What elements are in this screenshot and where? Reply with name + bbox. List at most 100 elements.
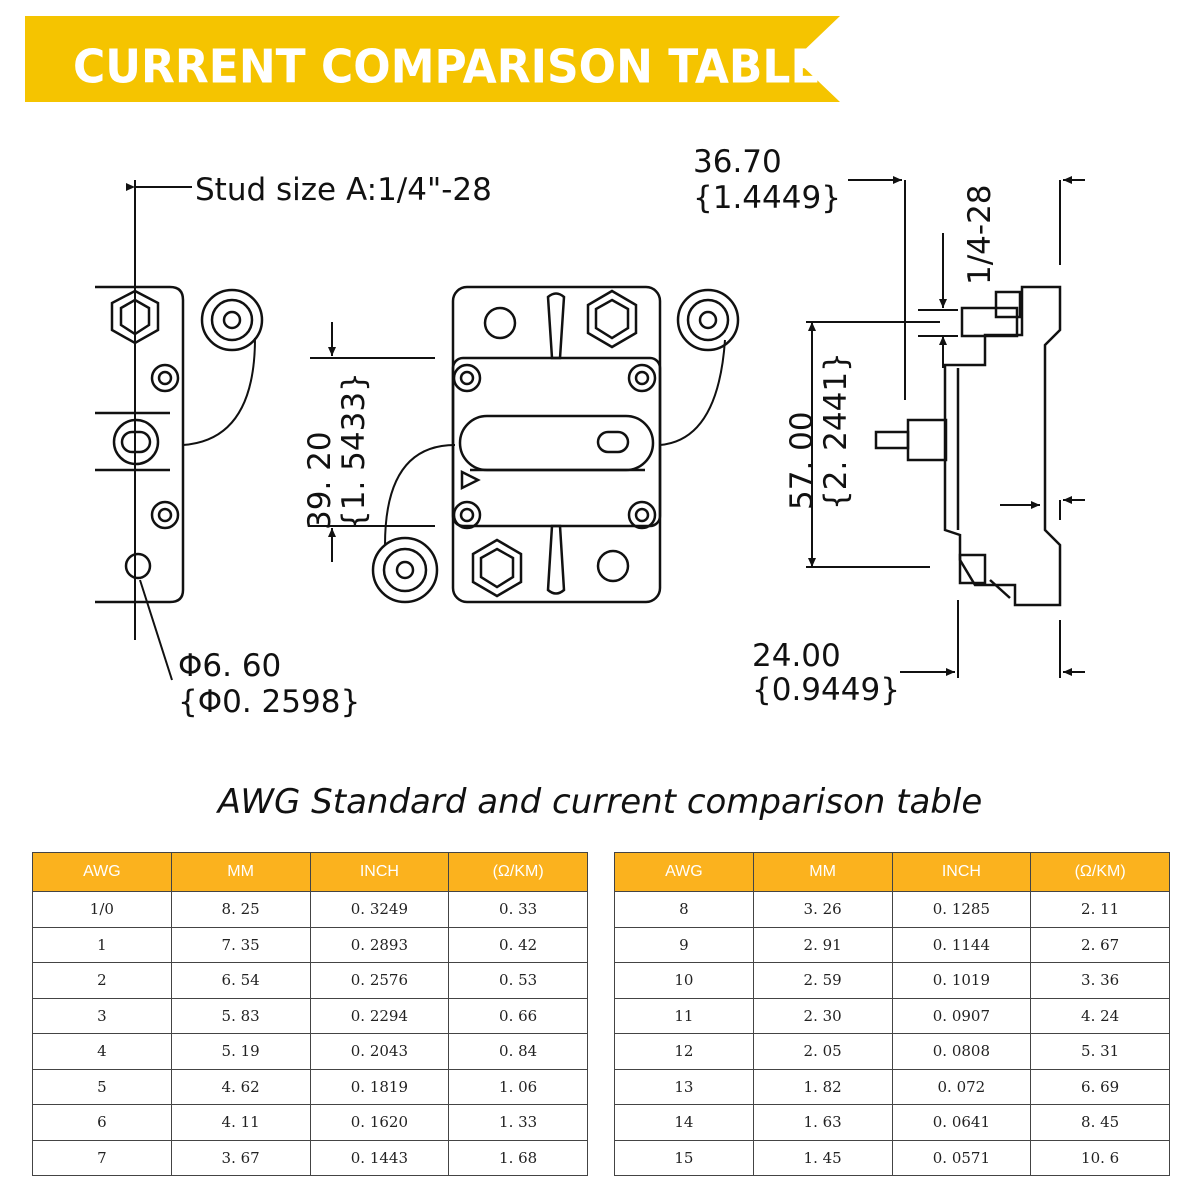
table-cell: 7 [32,1139,172,1176]
column-header-mm: MM [752,852,893,892]
front-view [310,285,740,604]
left-side-view [95,180,264,681]
column-header-resistance: (Ω/KM) [448,852,588,892]
table-cell: 1. 33 [448,1104,588,1141]
height-in-label: {2. 2441} [818,352,854,510]
table-cell: 2. 11 [1030,891,1170,928]
table-cell: 2. 30 [752,997,893,1034]
table-cell: 0. 0641 [891,1104,1032,1141]
table-cell: 0. 0808 [891,1033,1032,1070]
table-cell: 5. 83 [170,997,311,1034]
table-cell: 2 [32,962,172,999]
table-cell: 8. 45 [1030,1104,1170,1141]
table-cell: 3. 26 [752,891,893,928]
table-cell: 4. 62 [170,1068,311,1105]
stud-size-label: Stud size A:1/4"-28 [195,172,492,208]
table-cell: 3. 67 [170,1139,311,1176]
table-cell: 1. 63 [752,1104,893,1141]
table-cell: 0. 0907 [891,997,1032,1034]
width-in-label: {1. 5433} [336,372,372,530]
table-cell: 2. 91 [752,926,893,963]
table-cell: 0. 84 [448,1033,588,1070]
side-view [806,176,1085,678]
column-header-inch: INCH [309,852,450,892]
table-cell: 6. 54 [170,962,311,999]
table-cell: 0. 2576 [309,962,450,999]
table-cell: 9 [614,926,754,963]
table-cell: 10. 6 [1030,1139,1170,1176]
table-cell: 13 [614,1068,754,1105]
table-cell: 4. 24 [1030,997,1170,1034]
table-title: AWG Standard and current comparison tabl… [217,782,983,822]
table-cell: 3 [32,997,172,1034]
table-cell: 2. 05 [752,1033,893,1070]
table-cell: 7. 35 [170,926,311,963]
table-cell: 4. 11 [170,1104,311,1141]
table-cell: 0. 3249 [309,891,450,928]
bottom-mm-label: 24.00 [752,638,841,674]
table-cell: 0. 2294 [309,997,450,1034]
top-in-label: {1.4449} [693,180,841,216]
banner-shape [25,16,840,102]
table-cell: 12 [614,1033,754,1070]
table-cell: 0. 1819 [309,1068,450,1105]
table-cell: 1/0 [32,891,172,928]
title-banner: CURRENT COMPARISON TABLE [25,16,840,102]
column-header-awg: AWG [32,852,172,892]
breaker-dimension-drawing: Stud size A:1/4"-28 Φ6. 60 {Φ0. 2598} 39… [95,144,1085,720]
table-cell: 0. 42 [448,926,588,963]
table-cell: 0. 53 [448,962,588,999]
column-header-inch: INCH [891,852,1032,892]
top-mm-label: 36.70 [693,144,782,180]
column-header-resistance: (Ω/KM) [1030,852,1170,892]
table-cell: 1. 06 [448,1068,588,1105]
table-cell: 0. 1144 [891,926,1032,963]
table-cell: 15 [614,1139,754,1176]
table-cell: 3. 36 [1030,962,1170,999]
table-cell: 0. 0571 [891,1139,1032,1176]
bottom-in-label: {0.9449} [752,672,900,708]
table-cell: 8. 25 [170,891,311,928]
table-cell: 4 [32,1033,172,1070]
table-cell: 0. 1019 [891,962,1032,999]
table-cell: 5 [32,1068,172,1105]
table-cell: 10 [614,962,754,999]
width-mm-label: 39. 20 [302,431,338,530]
table-cell: 14 [614,1104,754,1141]
table-cell: 0. 66 [448,997,588,1034]
table-cell: 2. 67 [1030,926,1170,963]
table-cell: 6. 69 [1030,1068,1170,1105]
table-cell: 6 [32,1104,172,1141]
table-cell: 8 [614,891,754,928]
column-header-awg: AWG [614,852,754,892]
table-cell: 1 [32,926,172,963]
table-cell: 0. 1285 [891,891,1032,928]
table-cell: 0. 2893 [309,926,450,963]
table-cell: 0. 2043 [309,1033,450,1070]
table-cell: 0. 33 [448,891,588,928]
table-cell: 1. 45 [752,1139,893,1176]
banner-title: CURRENT COMPARISON TABLE [73,40,821,95]
table-cell: 5. 19 [170,1033,311,1070]
table-cell: 0. 072 [891,1068,1032,1105]
table-cell: 2. 59 [752,962,893,999]
table-cell: 0. 1443 [309,1139,450,1176]
